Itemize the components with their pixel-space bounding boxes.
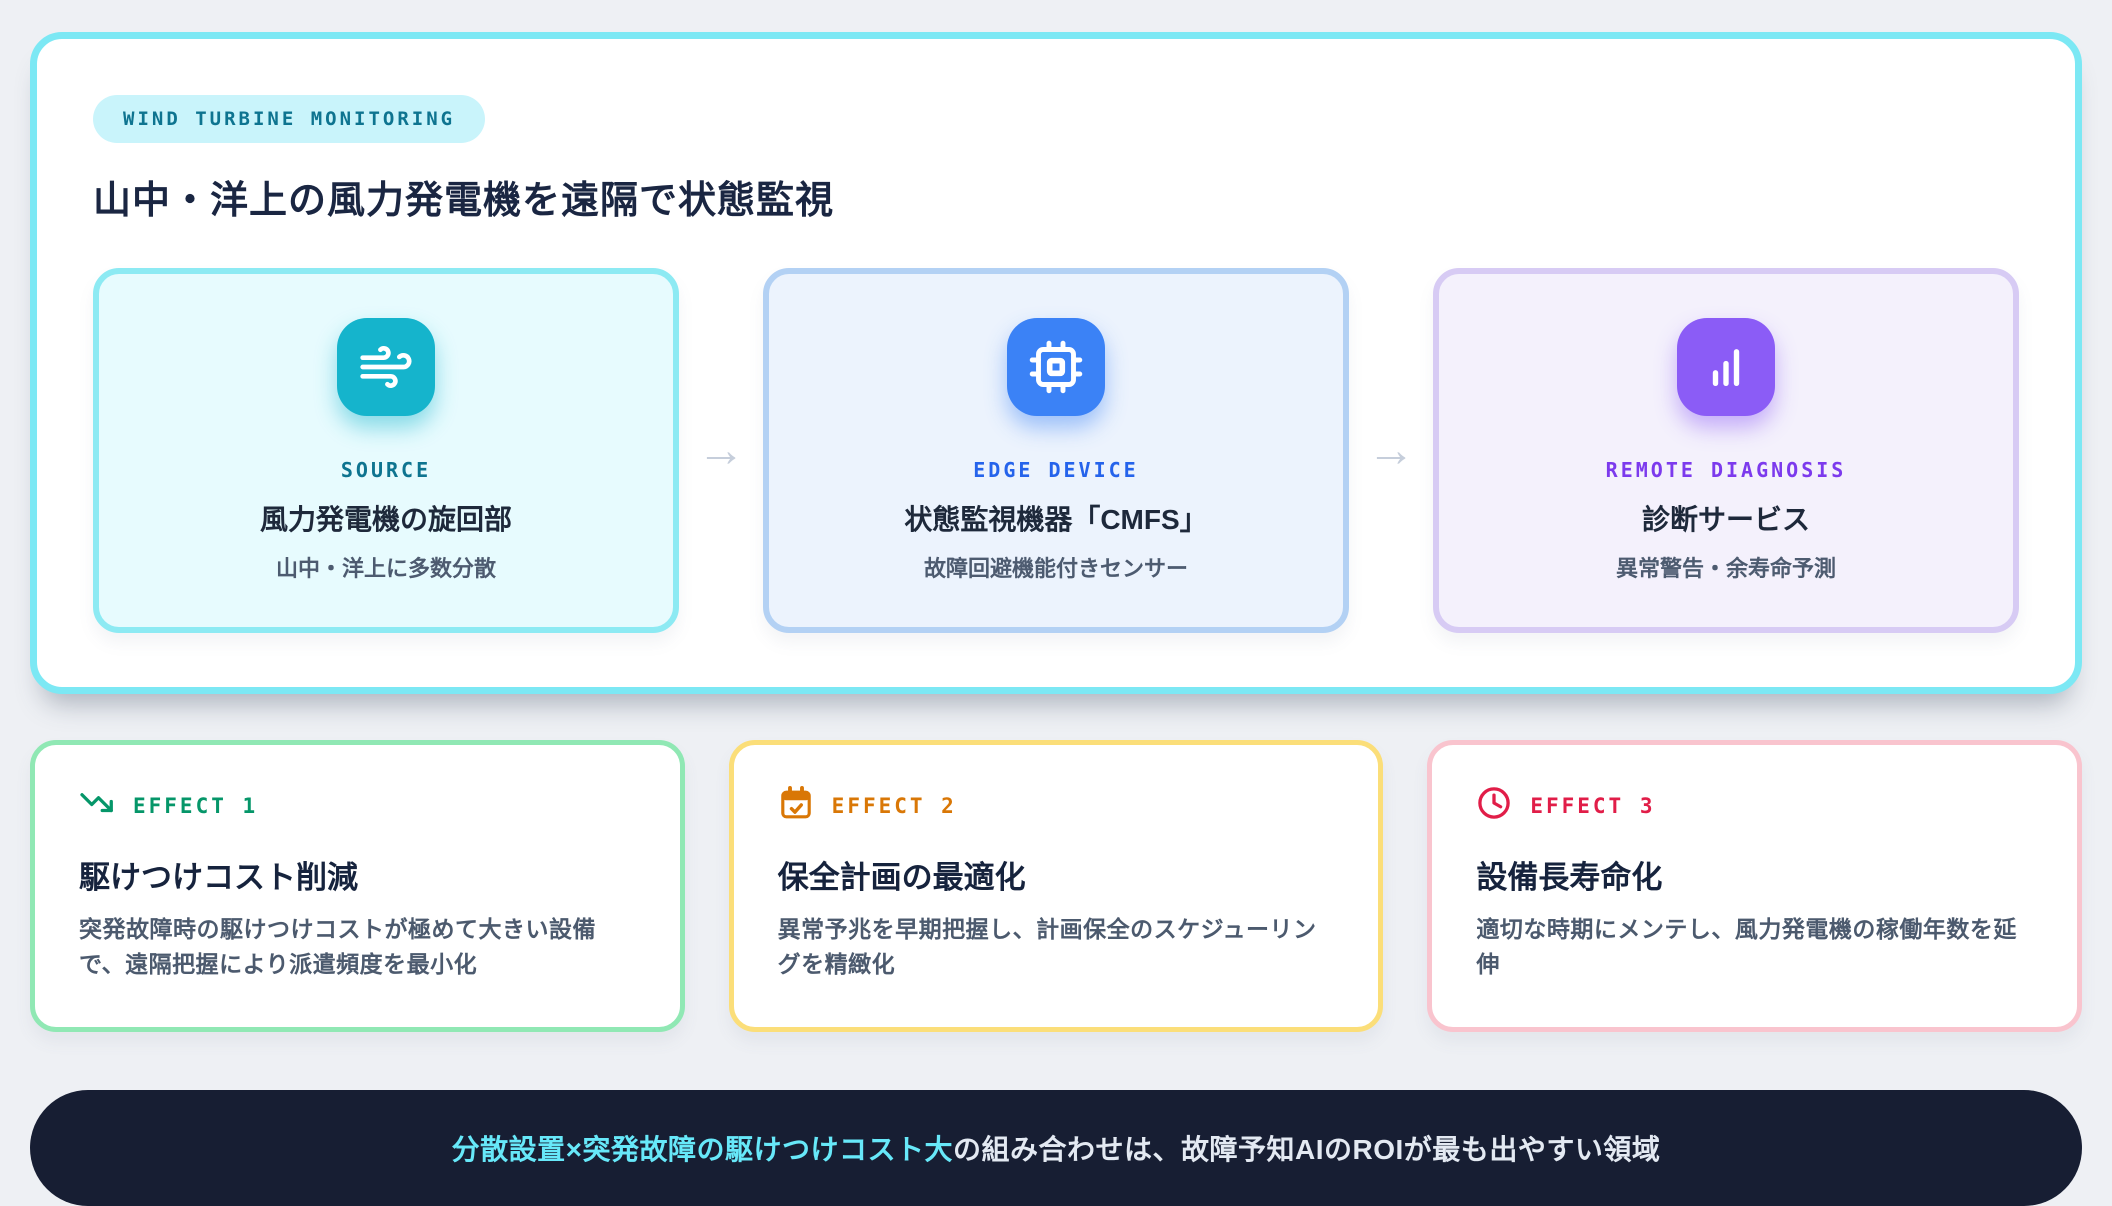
bar-chart-icon — [1677, 318, 1775, 416]
step-subtitle: 故障回避機能付きセンサー — [923, 556, 1188, 581]
effect-label: EFFECT 2 — [831, 793, 957, 818]
step-card-remote-diagnosis: REMOTE DIAGNOSIS 診断サービス 異常警告・余寿命予測 — [1433, 268, 2019, 633]
effect-body: 適切な時期にメンテし、風力発電機の稼働年数を延伸 — [1476, 916, 2017, 977]
effect-label: EFFECT 1 — [133, 793, 259, 818]
step-label: REMOTE DIAGNOSIS — [1605, 458, 1847, 482]
category-badge: WIND TURBINE MONITORING — [93, 95, 486, 143]
step-title: 診断サービス — [1641, 504, 1810, 535]
takeaway-rest: の組み合わせは、故障予知AIのROIが最も出やすい領域 — [953, 1134, 1661, 1165]
infographic-page: WIND TURBINE MONITORING 山中・洋上の風力発電機を遠隔で状… — [30, 32, 2083, 1206]
effect-body: 突発故障時の駆けつけコストが極めて大きい設備で、遠隔把握により派遣頻度を最小化 — [79, 916, 596, 977]
process-flow: SOURCE 風力発電機の旋回部 山中・洋上に多数分散 → EDGE DEVIC… — [93, 268, 2019, 633]
takeaway-text: 分散設置×突発故障の駆けつけコスト大の組み合わせは、故障予知AIのROIが最も出… — [452, 1128, 1661, 1168]
effect-head: EFFECT 3 — [1476, 785, 2033, 826]
effect-title: 駆けつけコスト削減 — [79, 860, 358, 895]
calendar-check-icon — [778, 785, 814, 826]
clock-icon — [1476, 785, 1512, 826]
effect-card-2: EFFECT 2 保全計画の最適化 異常予兆を早期把握し、計画保全のスケジューリ… — [728, 740, 1384, 1032]
page-title: 山中・洋上の風力発電機を遠隔で状態監視 — [93, 180, 835, 222]
effect-head: EFFECT 2 — [778, 785, 1335, 826]
arrow-right-icon: → — [1367, 424, 1415, 477]
effect-head: EFFECT 1 — [79, 785, 636, 826]
key-takeaway-bar: 分散設置×突発故障の駆けつけコスト大の組み合わせは、故障予知AIのROIが最も出… — [30, 1090, 2082, 1206]
takeaway-highlight: 分散設置×突発故障の駆けつけコスト大 — [451, 1134, 954, 1165]
effects-row: EFFECT 1 駆けつけコスト削減 突発故障時の駆けつけコストが極めて大きい設… — [30, 740, 2083, 1032]
step-card-source: SOURCE 風力発電機の旋回部 山中・洋上に多数分散 — [93, 268, 679, 633]
wind-icon — [337, 318, 435, 416]
effect-title: 設備長寿命化 — [1476, 860, 1663, 895]
effect-body: 異常予兆を早期把握し、計画保全のスケジューリングを精緻化 — [777, 916, 1317, 977]
effect-label: EFFECT 3 — [1530, 793, 1656, 818]
step-card-edge-device: EDGE DEVICE 状態監視機器「CMFS」 故障回避機能付きセンサー — [763, 268, 1349, 633]
step-title: 状態監視機器「CMFS」 — [904, 504, 1208, 535]
step-label: SOURCE — [340, 458, 432, 482]
step-subtitle: 山中・洋上に多数分散 — [275, 556, 496, 581]
step-subtitle: 異常警告・余寿命予測 — [1615, 556, 1836, 581]
step-label: EDGE DEVICE — [973, 458, 1139, 482]
trending-down-icon — [79, 785, 115, 826]
arrow-right-icon: → — [697, 424, 745, 477]
hero-card: WIND TURBINE MONITORING 山中・洋上の風力発電機を遠隔で状… — [30, 32, 2082, 694]
cpu-icon — [1007, 318, 1105, 416]
effect-card-3: EFFECT 3 設備長寿命化 適切な時期にメンテし、風力発電機の稼働年数を延伸 — [1427, 740, 2083, 1032]
effect-card-1: EFFECT 1 駆けつけコスト削減 突発故障時の駆けつけコストが極めて大きい設… — [30, 740, 685, 1032]
step-title: 風力発電機の旋回部 — [259, 504, 512, 535]
effect-title: 保全計画の最適化 — [777, 860, 1026, 895]
